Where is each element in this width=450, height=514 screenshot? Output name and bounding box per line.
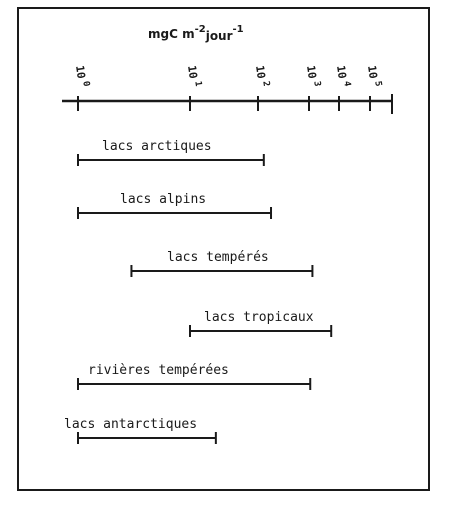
range-label: lacs tropicaux	[204, 310, 314, 325]
unit-sup-2: -1	[233, 24, 244, 35]
range-label: rivières tempérées	[88, 363, 229, 378]
unit-label: mgC m-2jour-1	[148, 24, 244, 43]
x-tick-label: 101	[185, 64, 203, 88]
svg-text:100: 100	[73, 64, 91, 88]
x-tick-exponent: 0	[80, 80, 91, 87]
x-tick-exponent: 4	[341, 80, 352, 87]
svg-text:105: 105	[365, 64, 383, 88]
x-tick-exponent: 3	[311, 80, 322, 87]
x-tick-base: 10	[304, 65, 319, 80]
x-tick-base: 10	[73, 65, 88, 80]
range-label: lacs alpins	[120, 192, 206, 207]
range-row: lacs tempérés	[130, 250, 314, 277]
x-tick-base: 10	[334, 65, 349, 80]
svg-text:102: 102	[253, 64, 271, 88]
x-tick-label: 103	[304, 64, 322, 88]
x-tick-label: 102	[253, 64, 271, 88]
x-tick-exponent: 2	[260, 80, 271, 87]
range-label: lacs tempérés	[167, 250, 269, 265]
x-tick-label: 104	[334, 64, 352, 88]
svg-text:101: 101	[185, 64, 203, 88]
svg-text:103: 103	[304, 64, 322, 88]
range-row: lacs tropicaux	[189, 310, 333, 337]
unit-base-1: mgC m	[148, 27, 195, 41]
range-row: lacs arctiques	[77, 139, 265, 166]
range-row: lacs antarctiques	[64, 417, 217, 444]
range-label: lacs antarctiques	[64, 417, 197, 432]
range-label: lacs arctiques	[102, 139, 212, 154]
svg-text:104: 104	[334, 64, 352, 88]
figure-frame	[17, 7, 430, 491]
range-row: rivières tempérées	[77, 363, 312, 390]
range-row: lacs alpins	[77, 192, 273, 219]
unit-base-2: jour	[205, 29, 233, 43]
x-tick-exponent: 1	[192, 80, 203, 87]
x-tick-base: 10	[185, 65, 200, 80]
x-tick-exponent: 5	[372, 80, 383, 87]
x-tick-label: 105	[365, 64, 383, 88]
x-tick-base: 10	[253, 65, 268, 80]
x-tick-label: 100	[73, 64, 91, 88]
x-tick-base: 10	[365, 65, 380, 80]
range-bars: lacs arctiques lacs alpins lacs tempérés la…	[64, 139, 333, 444]
unit-sup-1: -2	[195, 24, 206, 35]
